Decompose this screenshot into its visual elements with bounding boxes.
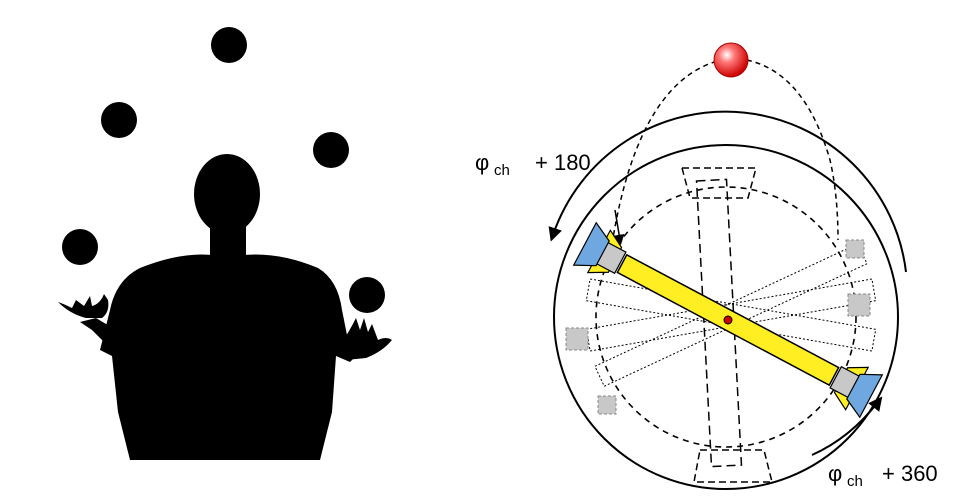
label-phi-180: φ ch + 180 [475,150,591,179]
phi-subscript: ch [847,473,863,490]
juggling-ball [101,102,137,138]
rotation-device [548,42,907,490]
ball-trajectory-arrow [613,209,625,246]
phi-subscript: ch [494,162,510,179]
rotation-arrow-bottom [811,396,883,456]
cup-blue [846,373,884,419]
phi-symbol: φ [828,461,842,486]
phi-symbol: φ [475,150,489,175]
juggling-ball [349,277,385,313]
red-ball-icon [713,42,749,78]
juggling-balls [62,27,385,313]
rotation-arrow-top [548,110,907,273]
cup-blue [572,221,610,267]
offset-360: + 360 [882,461,938,486]
juggling-ball [62,229,98,265]
offset-180: + 180 [535,150,591,175]
juggling-ball [313,132,349,168]
outer-housing [553,144,899,490]
juggler-silhouette-icon [58,154,392,460]
ghost-cups [565,239,871,415]
label-phi-360: φ ch + 360 [828,461,938,490]
cup-assembly-left [572,221,627,275]
inner-dashed-track [595,186,857,448]
juggling-ball [211,27,247,63]
cup-assembly-right [829,365,884,419]
ball-trajectory [611,57,839,245]
pivot-point [723,315,733,325]
